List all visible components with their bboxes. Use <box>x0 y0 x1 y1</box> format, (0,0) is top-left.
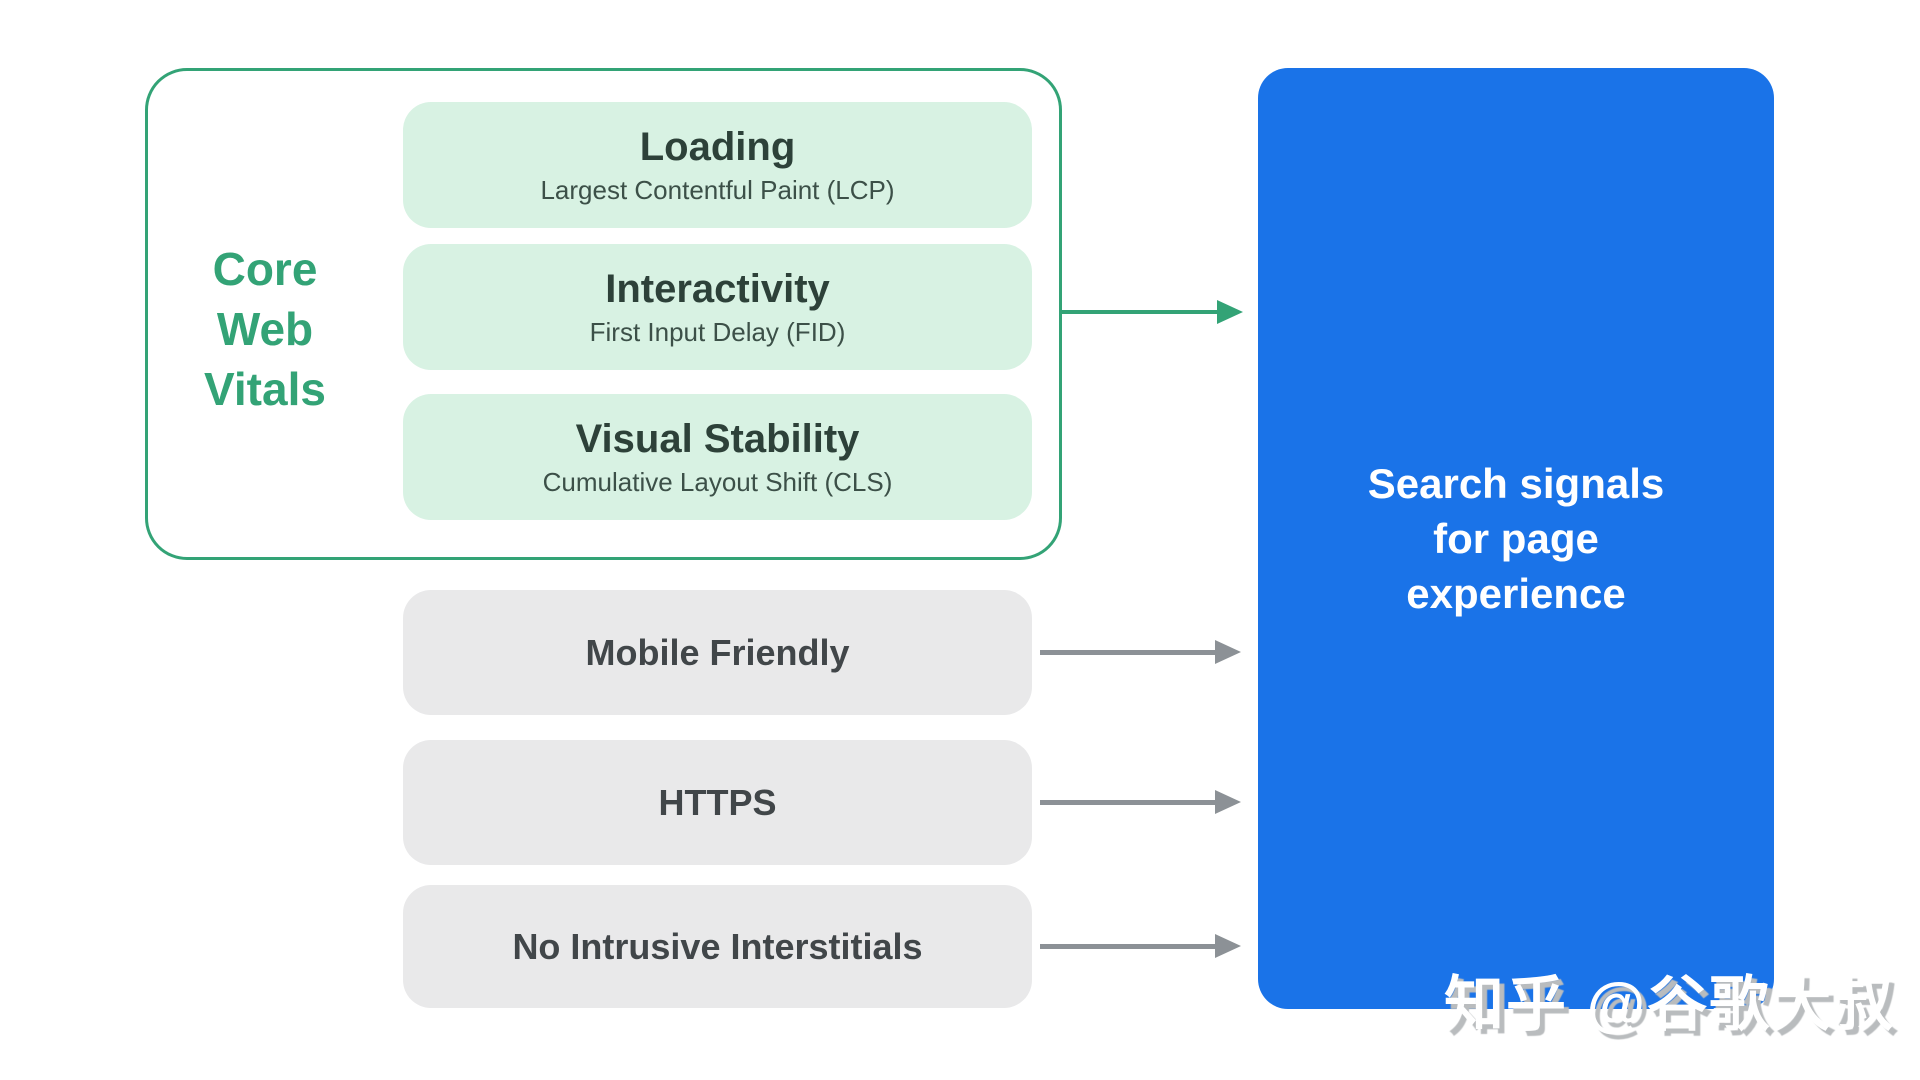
signal-card-no-intrusive-interstitials: No Intrusive Interstitials <box>403 885 1032 1008</box>
arrow-shaft <box>1040 799 1215 805</box>
signal-label-no-intrusive-interstitials: No Intrusive Interstitials <box>512 925 923 967</box>
vital-subtitle-fid: First Input Delay (FID) <box>589 317 846 347</box>
vital-subtitle-lcp: Largest Contentful Paint (LCP) <box>540 175 895 205</box>
signal-label-https: HTTPS <box>658 781 777 823</box>
arrow-head-icon <box>1215 640 1241 664</box>
search-signals-panel: Search signals for page experience <box>1258 68 1774 1009</box>
vital-title-visual-stability: Visual Stability <box>575 417 860 461</box>
panel-text-line-2: for page <box>1433 515 1599 562</box>
arrow-interstitials-to-panel <box>1040 934 1241 958</box>
arrow-head-icon <box>1215 934 1241 958</box>
arrow-shaft <box>1062 310 1217 314</box>
arrow-head-icon <box>1215 790 1241 814</box>
arrow-core-web-vitals-to-panel <box>1062 300 1243 324</box>
panel-text-line-1: Search signals <box>1367 460 1665 507</box>
signal-card-https: HTTPS <box>403 740 1032 865</box>
vital-card-visual-stability: Visual Stability Cumulative Layout Shift… <box>403 394 1032 520</box>
arrow-mobile-friendly-to-panel <box>1040 640 1241 664</box>
panel-text-line-3: experience <box>1406 570 1626 617</box>
vital-title-loading: Loading <box>639 125 796 169</box>
vital-card-interactivity: Interactivity First Input Delay (FID) <box>403 244 1032 370</box>
signal-label-mobile-friendly: Mobile Friendly <box>585 631 850 673</box>
vital-card-loading: Loading Largest Contentful Paint (LCP) <box>403 102 1032 228</box>
arrow-shaft <box>1040 943 1215 949</box>
core-web-vitals-group-box: Core Web Vitals Loading Largest Contentf… <box>145 68 1062 560</box>
core-web-vitals-label: Core Web Vitals <box>204 243 326 415</box>
zhihu-watermark: 知乎 @谷歌大叔 <box>1444 971 1896 1038</box>
signal-card-mobile-friendly: Mobile Friendly <box>403 590 1032 715</box>
arrow-shaft <box>1040 649 1215 655</box>
vital-subtitle-cls: Cumulative Layout Shift (CLS) <box>542 467 893 497</box>
arrow-head-icon <box>1217 300 1243 324</box>
arrow-https-to-panel <box>1040 790 1241 814</box>
vital-title-interactivity: Interactivity <box>605 267 830 311</box>
